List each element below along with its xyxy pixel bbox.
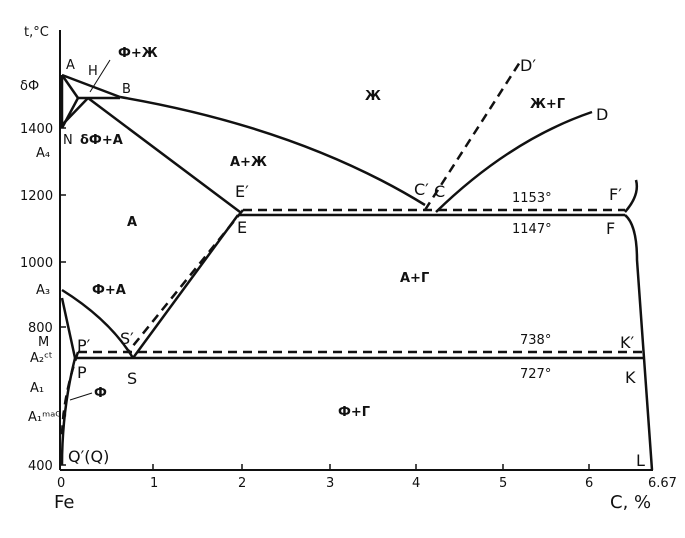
- x-tick-1: 1: [150, 476, 158, 491]
- region-ferrite-graphite: Ф+Г: [338, 405, 370, 420]
- point-F: F: [606, 219, 615, 238]
- region-liquid: Ж: [365, 89, 381, 104]
- temp-727: 727°: [520, 367, 551, 382]
- x-axis-fe-label: Fe: [54, 492, 74, 513]
- leader-phi: [69, 392, 93, 401]
- label-delta-ferrite-axis: δФ: [20, 79, 39, 94]
- line-GP: [60, 297, 77, 359]
- point-C: C: [434, 182, 445, 201]
- x-axis-title: C, %: [610, 492, 651, 513]
- temp-738: 738°: [520, 333, 551, 348]
- region-austenite-graphite: A+Г: [400, 271, 429, 286]
- y-tick-1400: 1400: [20, 122, 53, 137]
- point-K: K: [625, 368, 636, 387]
- line-JN: [61, 97, 89, 126]
- line-Eprime-Sprime: [127, 209, 244, 353]
- point-H: H: [88, 64, 98, 79]
- point-Sprime: S′: [120, 329, 134, 348]
- label-A2ct: A₂ᶜᵗ: [30, 351, 53, 366]
- x-tick-5: 5: [499, 476, 507, 491]
- label-A4: A₄: [36, 146, 50, 161]
- line-Fprime-curve: [624, 179, 639, 213]
- region-ferrite: Ф: [94, 386, 107, 401]
- leader-phi-zh: [89, 59, 111, 93]
- label-A3: A₃: [36, 283, 50, 298]
- region-liquid-graphite: Ж+Г: [530, 97, 565, 112]
- y-tick-400: 400: [28, 459, 53, 474]
- leader-lines: [69, 59, 111, 401]
- label-A1: A₁: [30, 381, 44, 396]
- region-delta-ferrite-austenite: δФ+A: [80, 133, 123, 148]
- y-tick-1200: 1200: [20, 189, 53, 204]
- line-BC: [119, 95, 426, 207]
- x-tick-6: 6: [585, 476, 593, 491]
- region-ferrite-liquid: Ф+Ж: [118, 46, 158, 61]
- line-FL: [624, 214, 654, 471]
- line-Pprime-Qprime: [60, 351, 80, 441]
- point-L: L: [636, 451, 645, 470]
- temp-1153: 1153°: [512, 191, 552, 206]
- point-Qprime-Q: Q′(Q): [68, 447, 109, 466]
- x-tick-667: 6.67: [648, 476, 677, 491]
- x-tick-2: 2: [238, 476, 246, 491]
- point-N: N: [63, 133, 73, 148]
- y-axis-title: t,°C: [24, 25, 49, 40]
- point-Eprime: E′: [235, 182, 249, 201]
- point-Dprime: D′: [520, 56, 536, 75]
- x-tick-4: 4: [412, 476, 420, 491]
- temp-1147: 1147°: [512, 222, 552, 237]
- line-AH: [60, 74, 80, 99]
- point-Cprime: C′: [414, 180, 429, 199]
- point-D: D: [596, 105, 608, 124]
- label-M: M: [38, 335, 49, 350]
- point-B: B: [122, 82, 131, 97]
- line-CD: [435, 110, 593, 213]
- point-E: E: [237, 218, 247, 237]
- line-GS: [61, 288, 135, 359]
- x-tick-0: 0: [57, 476, 65, 491]
- point-P: P: [77, 363, 87, 382]
- point-A: A: [66, 58, 75, 73]
- region-ferrite-austenite: Ф+A: [92, 283, 126, 298]
- y-tick-1000: 1000: [20, 256, 53, 271]
- region-austenite-liquid: A+Ж: [230, 155, 267, 170]
- line-JE: [87, 97, 241, 213]
- point-S: S: [127, 369, 137, 388]
- label-A1-magn: A₁ᵐᵃᴳⁿ: [28, 410, 67, 425]
- dashed-lines: [60, 61, 645, 441]
- region-austenite: A: [127, 215, 137, 230]
- line-AB: [61, 73, 121, 99]
- point-Kprime: K′: [620, 333, 634, 352]
- x-tick-3: 3: [326, 476, 334, 491]
- point-Pprime: P′: [77, 336, 91, 355]
- point-Fprime: F′: [609, 185, 622, 204]
- x-ticks: [59, 464, 590, 470]
- y-tick-800: 800: [28, 321, 53, 336]
